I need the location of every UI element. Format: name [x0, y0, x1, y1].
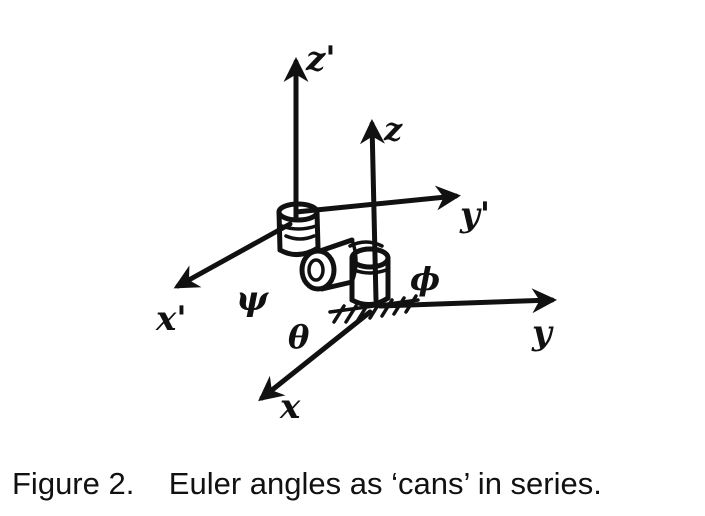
can-psi	[276, 201, 321, 257]
z-axis	[359, 119, 385, 303]
psi-label: ψ	[236, 279, 269, 319]
z-label: z	[383, 110, 403, 148]
y-label: y	[531, 313, 554, 353]
x-prime-axis	[173, 221, 293, 289]
x-prime-label: x'	[155, 299, 187, 339]
figure-caption: Figure 2. Euler angles as ‘cans’ in seri…	[12, 466, 602, 501]
x-label: x	[279, 387, 301, 427]
y-prime-axis	[293, 185, 461, 215]
x-axis	[258, 309, 373, 402]
can-phi	[348, 240, 391, 307]
y-prime-label: y'	[459, 195, 490, 235]
euler-cans-diagram: z' z y' y x' x ψ θ ϕ	[155, 39, 557, 427]
fixed-frame	[258, 119, 557, 402]
can-theta	[299, 237, 358, 292]
y-axis	[377, 288, 557, 314]
theta-label: θ	[288, 318, 310, 356]
phi-label: ϕ	[410, 260, 440, 298]
z-prime-label: z'	[305, 39, 336, 79]
rotated-frame	[173, 57, 461, 289]
